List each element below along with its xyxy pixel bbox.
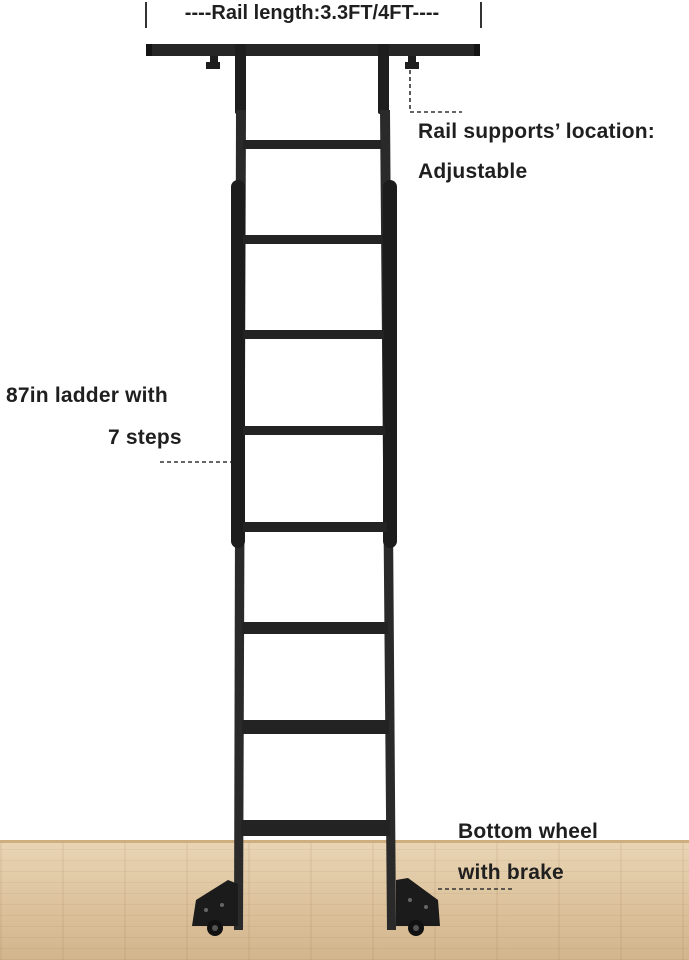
ladder-step xyxy=(243,426,385,435)
brake-label: with brake xyxy=(458,861,564,884)
rail-supports-label: Rail supports’ location: xyxy=(418,120,655,143)
ladder-step xyxy=(241,820,390,836)
wood-floor xyxy=(0,840,689,960)
ladder-steps-label: 7 steps xyxy=(108,426,182,449)
ladder-hook-right xyxy=(378,44,389,114)
rail-length-dimension xyxy=(145,2,482,28)
rail-length-label: ----Rail length:3.3FT/4FT---- xyxy=(184,2,440,24)
ladder-step xyxy=(242,622,388,634)
handrail-right xyxy=(383,180,397,548)
ladder-step xyxy=(243,330,384,339)
bottom-wheel-label: Bottom wheel xyxy=(458,820,599,843)
rail-support-right xyxy=(405,56,419,69)
ladder-size-label: 87in ladder with xyxy=(6,384,168,407)
ladder-step xyxy=(243,522,387,532)
rail-support-left xyxy=(206,56,220,69)
rail-supports-adjustable-label: Adjustable xyxy=(418,160,528,183)
handrail-left xyxy=(231,180,245,548)
rail-support-leader xyxy=(409,70,462,113)
ladder-steps xyxy=(241,140,390,836)
ladder-hook-left xyxy=(235,44,246,114)
ladder-step xyxy=(243,140,381,149)
top-rail xyxy=(146,44,480,56)
ladder-step xyxy=(242,720,389,734)
ladder-step xyxy=(243,235,383,244)
bottom-wheel-left xyxy=(192,880,238,936)
bottom-wheel-right xyxy=(396,878,440,936)
